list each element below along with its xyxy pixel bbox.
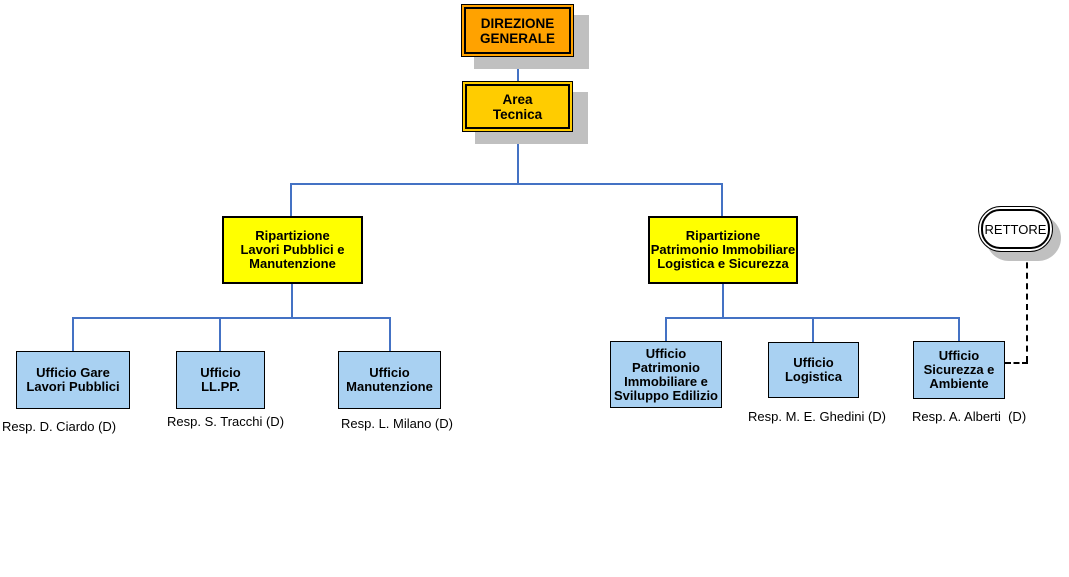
resp-label-ghedini: Resp. M. E. Ghedini (D) <box>748 409 886 424</box>
connector-drop-gare <box>72 317 74 351</box>
connector-rip-patrimonio-trunk <box>722 284 724 318</box>
node-rettore-label: RETTORE <box>984 221 1047 237</box>
node-rettore: RETTORE <box>978 206 1053 252</box>
node-area-tecnica-border: Area Tecnica <box>465 84 570 129</box>
node-ufficio-gare-label: Ufficio Gare Lavori Pubblici <box>26 365 120 394</box>
node-ufficio-llpp-label: Ufficio LL.PP. <box>200 365 241 394</box>
node-ufficio-logistica-label: Ufficio Logistica <box>784 355 843 384</box>
dashed-connector-rettore-vertical <box>1026 252 1028 362</box>
node-area-tecnica-label: Area Tecnica <box>492 91 543 122</box>
node-ufficio-gare-lavori-pubblici: Ufficio Gare Lavori Pubblici <box>16 351 130 409</box>
connector-rip-lavori-trunk <box>291 284 293 318</box>
node-ripartizione-lavori-pubblici-label: Ripartizione Lavori Pubblici e Manutenzi… <box>240 228 345 271</box>
node-ufficio-patrimonio: Ufficio Patrimonio Immobiliare e Svilupp… <box>610 341 722 408</box>
node-ripartizione-lavori-pubblici: Ripartizione Lavori Pubblici e Manutenzi… <box>222 216 363 284</box>
node-ufficio-manutenzione-label: Ufficio Manutenzione <box>346 365 433 394</box>
resp-label-ciardo: Resp. D. Ciardo (D) <box>2 419 117 434</box>
node-ripartizione-patrimonio: Ripartizione Patrimonio Immobiliare Logi… <box>648 216 798 284</box>
connector-area-trunk <box>517 132 519 184</box>
node-direzione-generale-border: DIREZIONE GENERALE <box>464 7 571 54</box>
connector-drop-sicurezza <box>958 317 960 341</box>
connector-drop-patrimonio <box>665 317 667 341</box>
connector-lavori-horizontal <box>72 317 391 319</box>
resp-label-tracchi: Resp. S. Tracchi (D) <box>167 414 285 429</box>
node-ufficio-sicurezza-ambiente: Ufficio Sicurezza e Ambiente <box>913 341 1005 399</box>
resp-label-milano: Resp. L. Milano (D) <box>341 416 453 431</box>
node-ufficio-manutenzione: Ufficio Manutenzione <box>338 351 441 409</box>
node-direzione-generale: DIREZIONE GENERALE <box>461 4 574 57</box>
node-direzione-generale-label: DIREZIONE GENERALE <box>479 15 555 46</box>
node-ufficio-llpp: Ufficio LL.PP. <box>176 351 265 409</box>
connector-drop-rip-patrimonio <box>721 183 723 216</box>
connector-drop-llpp <box>219 317 221 351</box>
resp-label-alberti: Resp. A. Alberti (D) <box>912 409 1027 424</box>
connector-drop-manutenzione <box>389 317 391 351</box>
node-ufficio-sicurezza-label: Ufficio Sicurezza e Ambiente <box>923 348 995 391</box>
connector-ripartizioni-horizontal <box>290 183 723 185</box>
node-ufficio-logistica: Ufficio Logistica <box>768 342 859 398</box>
connector-drop-rip-lavori <box>290 183 292 216</box>
connector-drop-logistica <box>812 317 814 342</box>
node-ripartizione-patrimonio-label: Ripartizione Patrimonio Immobiliare Logi… <box>650 228 796 271</box>
node-ufficio-patrimonio-label: Ufficio Patrimonio Immobiliare e Svilupp… <box>614 345 718 403</box>
node-rettore-border: RETTORE <box>981 209 1050 249</box>
connector-direzione-area <box>517 57 519 82</box>
dashed-connector-rettore-horizontal <box>1005 362 1028 364</box>
node-area-tecnica: Area Tecnica <box>462 81 573 132</box>
